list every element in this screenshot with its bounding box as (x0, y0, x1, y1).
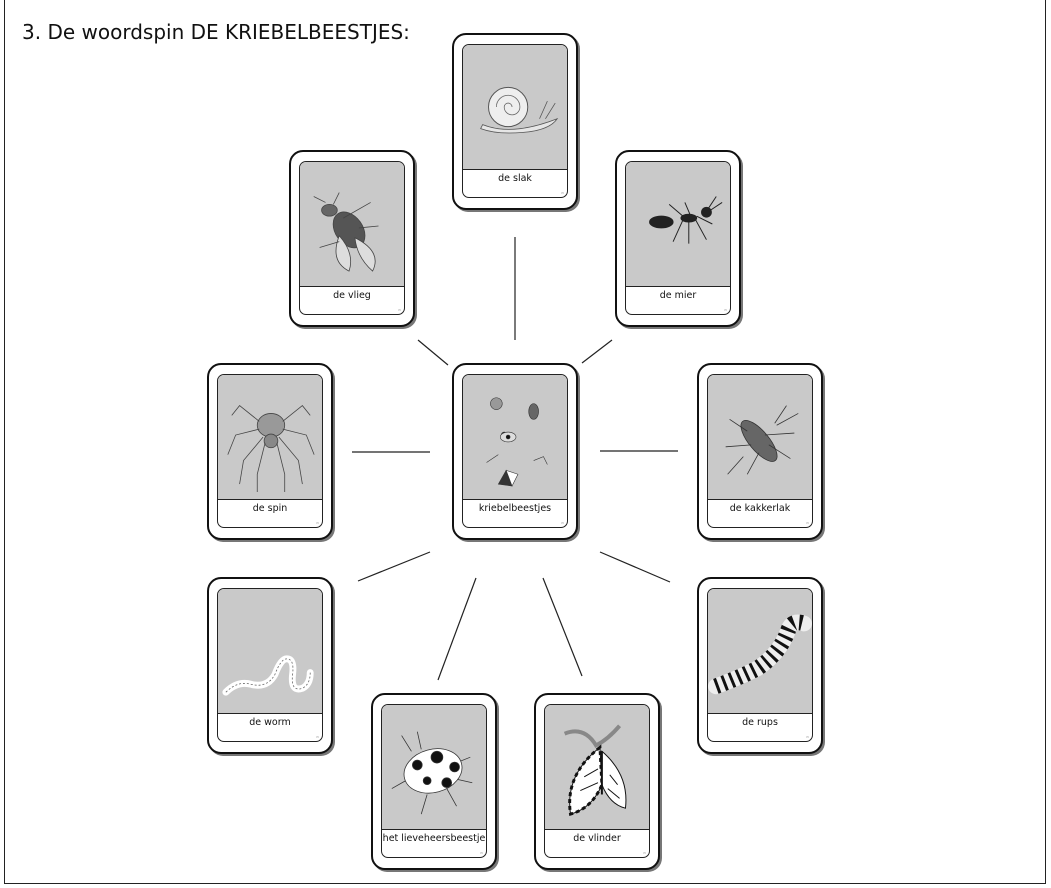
line-mier (581, 339, 613, 364)
line-worm (357, 551, 431, 582)
credit-mark: ▭ (806, 735, 809, 739)
cockroach-icon (708, 375, 812, 500)
card-label: de worm (249, 717, 291, 728)
page-frame (4, 0, 1046, 884)
worm-icon (218, 589, 322, 714)
card-mier: de mier ▭ (615, 150, 741, 327)
credit-mark: ▭ (398, 308, 401, 312)
card-vlinder: de vlinder ▭ (534, 693, 660, 870)
card-spin: de spin ▭ (207, 363, 333, 540)
snail-icon (463, 45, 567, 170)
card-label: het lieveheersbeestje (382, 833, 486, 844)
card-lieveheersbeestje: het lieveheersbeestje ▭ (371, 693, 497, 870)
line-rups (599, 551, 671, 583)
card-label: kriebelbeestjes (478, 503, 552, 514)
fly-icon (300, 162, 404, 287)
card-worm: de worm ▭ (207, 577, 333, 754)
card-kriebelbeestjes: kriebelbeestjes ▭ (452, 363, 578, 540)
insect-collection-icon (463, 375, 567, 500)
card-label: de slak (498, 173, 532, 184)
card-kakkerlak: de kakkerlak ▭ (697, 363, 823, 540)
page-title: 3. De woordspin DE KRIEBELBEESTJES: (22, 20, 410, 44)
ladybug-icon (382, 705, 486, 830)
credit-mark: ▭ (316, 735, 319, 739)
card-label: de rups (742, 717, 778, 728)
caterpillar-icon (708, 589, 812, 714)
line-vlieg (417, 339, 449, 366)
card-label: de vlieg (333, 290, 371, 301)
card-label: de mier (659, 290, 697, 301)
card-slak: de slak ▭ (452, 33, 578, 210)
card-rups: de rups ▭ (697, 577, 823, 754)
card-label: de vlinder (573, 833, 621, 844)
credit-mark: ▭ (724, 308, 727, 312)
ant-icon (626, 162, 730, 287)
card-label: de kakkerlak (729, 503, 791, 514)
credit-mark: ▭ (561, 191, 564, 195)
credit-mark: ▭ (561, 521, 564, 525)
butterfly-icon (545, 705, 649, 830)
card-vlieg: de vlieg ▭ (289, 150, 415, 327)
line-lieveheersbeestje (437, 577, 477, 681)
credit-mark: ▭ (316, 521, 319, 525)
card-label: de spin (252, 503, 288, 514)
credit-mark: ▭ (643, 851, 646, 855)
spider-icon (218, 375, 322, 500)
credit-mark: ▭ (480, 851, 483, 855)
credit-mark: ▭ (806, 521, 809, 525)
line-vlinder (542, 577, 583, 677)
